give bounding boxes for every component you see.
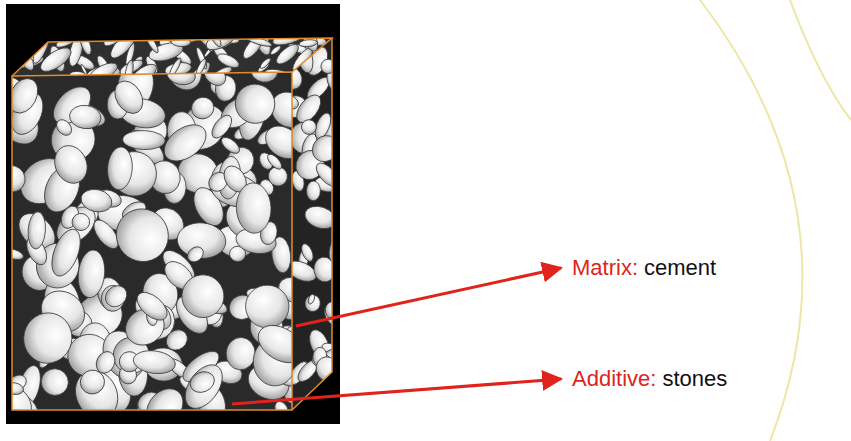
stone <box>78 34 93 56</box>
stone <box>327 235 345 263</box>
stone <box>307 130 344 167</box>
stone <box>122 130 165 150</box>
stone-texture <box>0 46 321 441</box>
stone-texture <box>0 22 339 90</box>
leader-arrow <box>296 268 561 326</box>
image-background <box>6 4 340 424</box>
callout-text: stones <box>662 366 727 392</box>
stone <box>278 29 316 67</box>
stone <box>86 59 120 85</box>
stone <box>158 117 213 168</box>
stone <box>179 272 226 320</box>
stone <box>0 380 38 434</box>
stone <box>283 36 299 64</box>
stone <box>205 24 223 49</box>
decorative-arc <box>790 0 851 120</box>
stone <box>101 281 131 311</box>
stone <box>27 211 47 249</box>
stone <box>299 39 318 48</box>
stone <box>109 76 149 119</box>
stone <box>132 348 177 376</box>
callout-text: cement <box>644 255 716 281</box>
callout-term: Matrix: <box>572 255 638 281</box>
stone <box>244 34 273 49</box>
stone <box>307 293 316 305</box>
stone <box>185 244 207 265</box>
stone <box>49 141 93 189</box>
stone <box>265 152 284 172</box>
stone <box>0 52 31 70</box>
stone <box>240 33 266 62</box>
stone <box>178 358 230 415</box>
callout-term: Additive: <box>572 366 656 392</box>
stone <box>207 64 234 85</box>
stone <box>259 57 272 70</box>
stone <box>302 202 339 232</box>
stone <box>106 146 134 191</box>
stone <box>306 181 320 201</box>
stone <box>6 49 15 64</box>
stone <box>299 117 319 137</box>
stone <box>37 364 73 400</box>
stone <box>3 74 43 119</box>
stone <box>143 32 160 55</box>
stone <box>311 352 344 386</box>
stone <box>19 308 77 368</box>
stone <box>277 92 301 111</box>
stone-texture <box>277 29 351 396</box>
stone <box>79 187 114 215</box>
stone <box>245 284 290 328</box>
cube-outline <box>12 38 332 410</box>
stone <box>123 60 134 85</box>
leader-arrow <box>232 379 561 404</box>
stone <box>21 35 35 42</box>
stone <box>101 27 127 49</box>
stone <box>53 117 74 139</box>
stone <box>4 381 24 395</box>
stone <box>162 326 191 355</box>
stone <box>318 57 337 76</box>
stone <box>168 57 183 78</box>
stone <box>228 77 282 131</box>
stone <box>312 256 337 284</box>
stone <box>187 368 218 396</box>
stone <box>2 247 24 262</box>
stone <box>171 36 191 47</box>
stone <box>304 294 322 313</box>
stone <box>289 37 303 51</box>
stone <box>139 381 190 433</box>
stone <box>106 199 178 271</box>
stone <box>299 242 315 263</box>
stone <box>235 182 272 234</box>
stone <box>93 348 119 376</box>
cube-front-face <box>12 72 292 410</box>
stone <box>208 112 235 142</box>
stone <box>287 29 304 55</box>
stone <box>71 212 91 231</box>
stone <box>103 143 166 206</box>
stone <box>68 104 102 131</box>
stone <box>225 337 256 371</box>
stone <box>76 249 107 299</box>
stone <box>0 160 30 197</box>
stone <box>312 159 342 190</box>
stone <box>132 287 172 325</box>
